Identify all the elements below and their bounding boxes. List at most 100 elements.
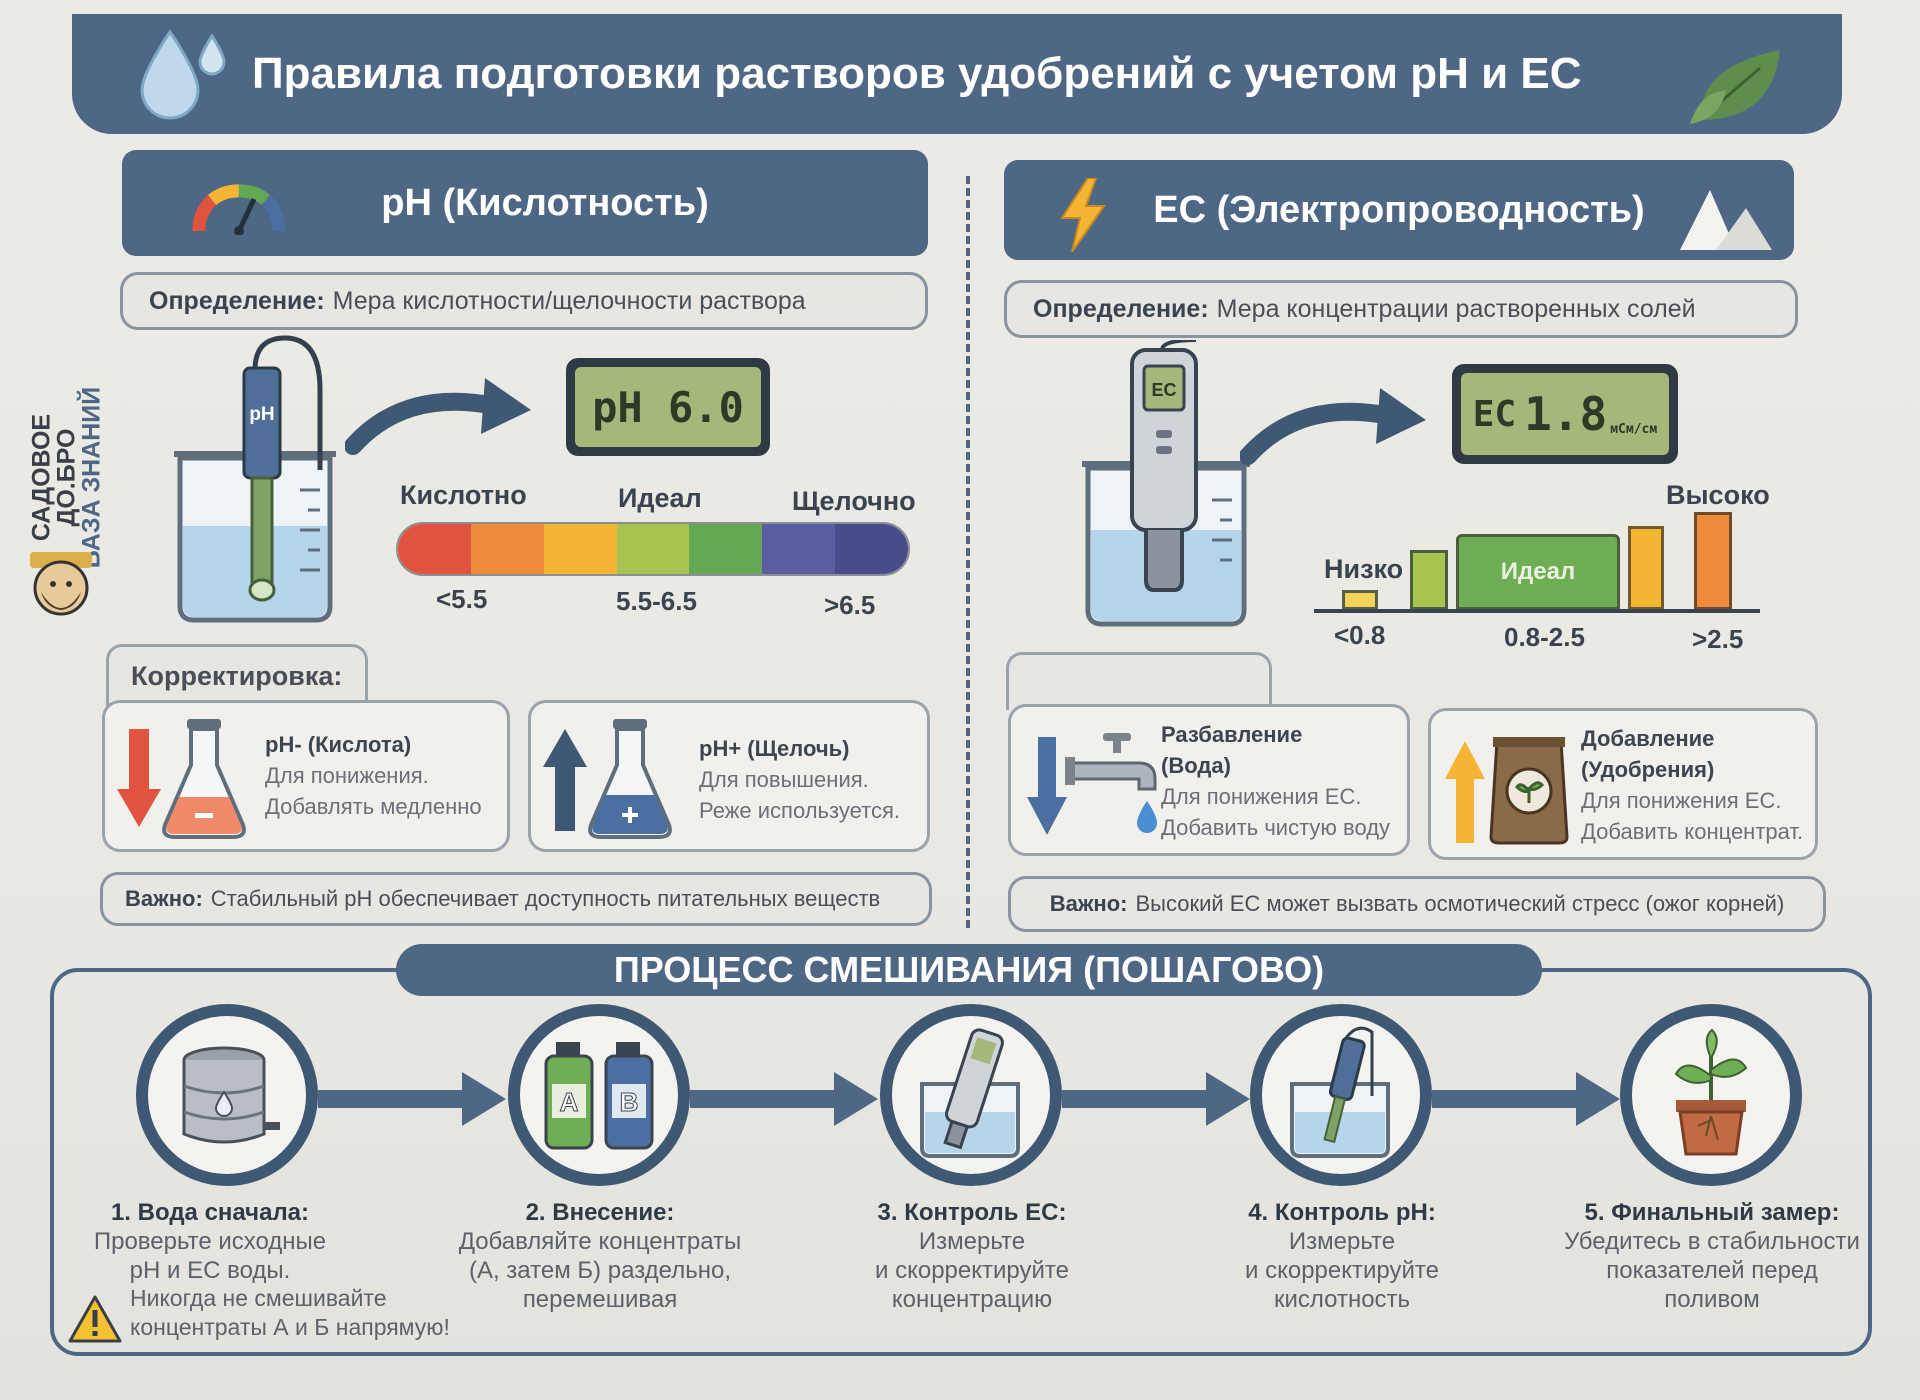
acid-flask-icon <box>162 719 246 839</box>
step-1-text: 1. Вода сначала: Проверьте исходные pH и… <box>50 1198 370 1285</box>
ph-definition-text: Мера кислотности/щелочности раствора <box>332 286 806 315</box>
ph-minus-card: pH- (Кислота) Для понижения. Добавлять м… <box>102 700 510 852</box>
ec-bar-very-high <box>1694 512 1732 610</box>
step-2-circle: А В <box>508 1004 690 1186</box>
step-5-title: 5. Финальный замер: <box>1584 1199 1840 1226</box>
ph-minus-line2: Добавлять медленно <box>265 794 482 819</box>
water-drops-icon <box>140 29 226 120</box>
step-3-line3: концентрацию <box>891 1286 1053 1313</box>
ec-dilute-subtitle: (Вода) <box>1161 753 1231 778</box>
ec-dilute-card: Разбавление (Вода) Для понижения EC. Доб… <box>1008 704 1410 856</box>
ec-meter-display: EC 1.8 мСм/см <box>1452 364 1678 464</box>
arrow-down-icon <box>117 729 161 827</box>
step-4-title: 4. Контроль pH: <box>1248 1199 1436 1226</box>
process-title: ПРОЦЕСС СМЕШИВАНИЯ (ПОШАГОВО) <box>613 949 1325 990</box>
arrow-down-icon <box>1027 737 1067 835</box>
title-banner: Правила подготовки растворов удобрений с… <box>72 14 1842 134</box>
ec-bar-low <box>1410 550 1448 610</box>
step-3-line1: Измерьте <box>918 1228 1026 1255</box>
step-5-line2: показателей перед <box>1606 1257 1818 1284</box>
ph-minus-line1: Для понижения. <box>265 763 429 788</box>
bottle-b-label: В <box>620 1087 639 1117</box>
ec-definition-label: Определение: <box>1033 294 1209 323</box>
water-tank-icon <box>182 1046 280 1144</box>
process-banner: ПРОЦЕСС СМЕШИВАНИЯ (ПОШАГОВО) <box>396 944 1542 996</box>
ec-probe-label: EC <box>1151 380 1176 400</box>
ec-add-subtitle: (Удобрения) <box>1581 757 1715 782</box>
step-3-text: 3. Контроль EC: Измерьте и скорректируйт… <box>812 1198 1132 1314</box>
ph-scale-segment <box>835 524 908 574</box>
potted-plant-icon <box>1674 1028 1748 1156</box>
bottle-a-label: А <box>560 1087 579 1117</box>
ec-label-high: Высоко <box>1666 480 1770 510</box>
ec-add-line2: Добавить концентрат. <box>1581 819 1804 844</box>
ec-definition-text: Мера концентрации растворенных солей <box>1216 294 1696 323</box>
ph-color-scale <box>396 522 910 576</box>
step-4-line2: и скорректируйте <box>1245 1257 1439 1284</box>
step-3-line2: и скорректируйте <box>875 1257 1069 1284</box>
ec-add-card: Добавление (Удобрения) Для понижения EC.… <box>1428 708 1818 860</box>
brand-logo: САДОВОЕ ДО.БРО БАЗА ЗНАНИЙ <box>12 330 122 620</box>
ec-add-line1: Для понижения EC. <box>1581 788 1782 813</box>
ph-minus-title: pH- (Кислота) <box>265 732 412 757</box>
ec-chart-baseline <box>1314 609 1760 613</box>
gauge-icon <box>192 184 286 235</box>
ec-label-ideal: Идеал <box>1500 558 1576 585</box>
ph-definition-label: Определение: <box>149 286 325 315</box>
ph-minus-text: pH- (Кислота) Для понижения. Добавлять м… <box>265 729 482 822</box>
page-title: Правила подготовки растворов удобрений с… <box>252 49 1582 98</box>
step-3-circle <box>880 1004 1062 1186</box>
ph-tick-ideal: 5.5-6.5 <box>616 586 697 616</box>
ph-scale-label-alkaline: Щелочно <box>792 486 916 516</box>
ph-plus-line2: Реже используется. <box>699 798 900 823</box>
ec-beaker-illustration: EC <box>1082 340 1250 627</box>
warning-line2: концентраты А и Б напрямую! <box>130 1314 450 1340</box>
step-3-title: 3. Контроль EC: <box>877 1199 1067 1226</box>
step-2-line3: перемешивая <box>522 1286 678 1313</box>
process-arrows <box>318 1072 1620 1126</box>
ph-probe-label: pH <box>249 404 274 425</box>
step-1-line2: pH и EC воды. <box>129 1257 291 1284</box>
salt-crystals-icon <box>1680 190 1772 250</box>
ec-important-label: Важно: <box>1049 891 1128 916</box>
step-5-text: 5. Финальный замер: Убедитесь в стабильн… <box>1552 1198 1872 1314</box>
ec-dilute-text: Разбавление (Вода) Для понижения EC. Доб… <box>1161 719 1390 843</box>
ph-tick-high: >6.5 <box>824 590 876 620</box>
warning-line1: Никогда не смешивайте <box>130 1285 387 1311</box>
ec-header-text: EC (Электропроводность) <box>1153 188 1645 231</box>
step-4-line3: кислотность <box>1273 1286 1411 1313</box>
ec-tick-high: >2.5 <box>1692 624 1744 654</box>
mixing-warning: Никогда не смешивайте концентраты А и Б … <box>68 1284 488 1350</box>
ph-tick-low: <5.5 <box>436 584 488 614</box>
section-divider <box>966 176 970 928</box>
ec-display-value: 1.8 <box>1524 387 1608 441</box>
ec-bar-ideal: Идеал <box>1456 534 1620 610</box>
ph-important-text: Стабильный pH обеспечивает доступность п… <box>210 886 881 911</box>
ec-bar-tiny <box>1342 590 1378 610</box>
ph-beaker-illustration: pH <box>174 335 336 623</box>
ph-scale-segment <box>762 524 836 574</box>
alkali-flask-icon <box>588 719 672 839</box>
ec-add-title: Добавление <box>1581 726 1715 751</box>
step-5-circle <box>1620 1004 1802 1186</box>
ph-scale-segment <box>689 524 763 574</box>
ph-important-note: Важно: Стабильный pH обеспечивает доступ… <box>100 872 932 926</box>
step-1-line1: Проверьте исходные <box>93 1228 327 1255</box>
ph-plus-line1: Для повышения. <box>699 767 869 792</box>
ph-measure-icon <box>1290 1026 1390 1158</box>
step-2-title: 2. Внесение: <box>525 1199 675 1226</box>
ph-scale-label-ideal: Идеал <box>618 483 702 513</box>
ph-plus-card: pH+ (Щелочь) Для повышения. Реже использ… <box>528 700 930 852</box>
ph-display-value: pH 6.0 <box>592 382 744 432</box>
ph-header-text: pH (Кислотность) <box>381 181 709 224</box>
ec-tick-ideal: 0.8-2.5 <box>1504 622 1585 652</box>
step-5-line3: поливом <box>1664 1286 1760 1313</box>
arrow-up-icon <box>1445 741 1485 843</box>
ec-measure-icon <box>920 1028 1020 1158</box>
ec-correction-tab <box>1006 652 1272 710</box>
ec-display-prefix: EC <box>1472 393 1517 435</box>
ec-important-note: Важно: Высокий EC может вызвать осмотиче… <box>1008 876 1826 932</box>
ph-plus-text: pH+ (Щелочь) Для повышения. Реже использ… <box>699 733 900 826</box>
gardener-avatar-icon <box>30 552 92 616</box>
step-1-circle <box>136 1004 318 1186</box>
